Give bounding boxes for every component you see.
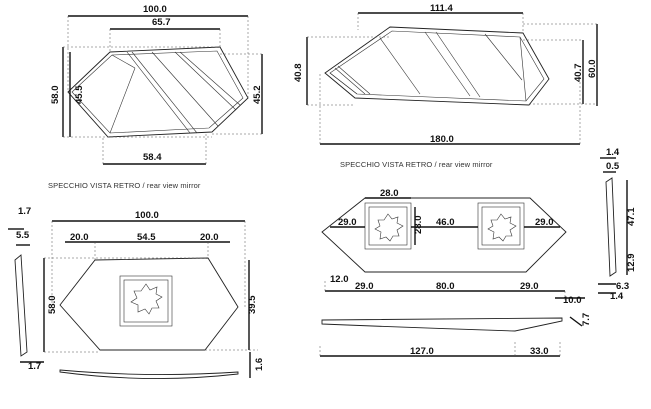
v3-a-label: 20.0	[70, 232, 89, 243]
v3-s1-label: 1.7	[18, 206, 31, 217]
v2-top-label: 111.4	[430, 3, 453, 14]
v4-e-label: 10.0	[563, 295, 582, 306]
view-mirror-rear-wide: 28.0 29.0 46.0 29.0 28.0 12.0 29.0 80.0 …	[319, 188, 592, 357]
v3-width-label: 100.0	[135, 210, 159, 221]
v5-b-label: 0.5	[606, 161, 620, 172]
v1-width-label: 100.0	[143, 4, 167, 15]
v4-h-label: 33.0	[530, 346, 549, 357]
v4-mid-label: 46.0	[436, 217, 455, 228]
v3-thick-label: 1.6	[254, 358, 265, 371]
view-caption-right: SPECCHIO VISTA RETRO / rear view mirror	[340, 160, 493, 169]
v1-height-label: 58.0	[50, 86, 61, 105]
v3-right-label: 39.5	[247, 295, 258, 314]
v3-s2-label: 5.5	[16, 230, 30, 241]
v4-d-label: 29.0	[520, 281, 539, 292]
v3-s3-label: 1.7	[28, 361, 41, 372]
v3-c-label: 20.0	[200, 232, 219, 243]
v1-left-label: 45.5	[74, 85, 85, 104]
v2-left-label: 40.8	[293, 64, 304, 83]
v2-r2-label: 60.0	[587, 60, 598, 79]
v1-bottom-label: 58.4	[143, 152, 162, 163]
v4-a-label: 12.0	[330, 274, 349, 285]
v4-box-top-label: 28.0	[380, 188, 399, 199]
v2-r1-label: 40.7	[573, 64, 584, 83]
v2-bottom-label: 180.0	[430, 134, 454, 145]
view-mirror-rear-small: 1.7 5.5 1.7 100.0 20.0 54.5 20.0 58.0 39…	[8, 206, 265, 379]
v1-right-label: 45.2	[252, 86, 263, 105]
v3-height-label: 58.0	[47, 296, 58, 315]
v5-e-label: 6.3	[616, 281, 629, 292]
v4-left-label: 29.0	[338, 217, 357, 228]
v5-c-label: 47.1	[626, 207, 637, 226]
v5-f-label: 1.4	[610, 291, 624, 302]
v1-inner-label: 65.7	[152, 17, 171, 28]
view-mirror-side-profile: 1.4 0.5 47.1 12.9 6.3 1.4	[598, 147, 637, 302]
view-mirror-front-wide: 111.4 40.8 40.7 60.0 180.0	[293, 3, 598, 145]
v5-a-label: 1.4	[606, 147, 620, 158]
v4-c-label: 80.0	[436, 281, 455, 292]
v5-d-label: 12.9	[626, 254, 637, 273]
v4-f-label: 7.7	[581, 313, 592, 326]
v4-g-label: 127.0	[410, 346, 434, 357]
v4-right-label: 29.0	[535, 217, 554, 228]
v4-box-h-label: 28.0	[413, 216, 424, 235]
view-caption-left: SPECCHIO VISTA RETRO / rear view mirror	[48, 181, 201, 190]
view-mirror-front-small: 100.0 65.7 58.0 45.5 45.2 58.4	[50, 4, 263, 165]
v4-b-label: 29.0	[355, 281, 374, 292]
v3-b-label: 54.5	[137, 232, 156, 243]
